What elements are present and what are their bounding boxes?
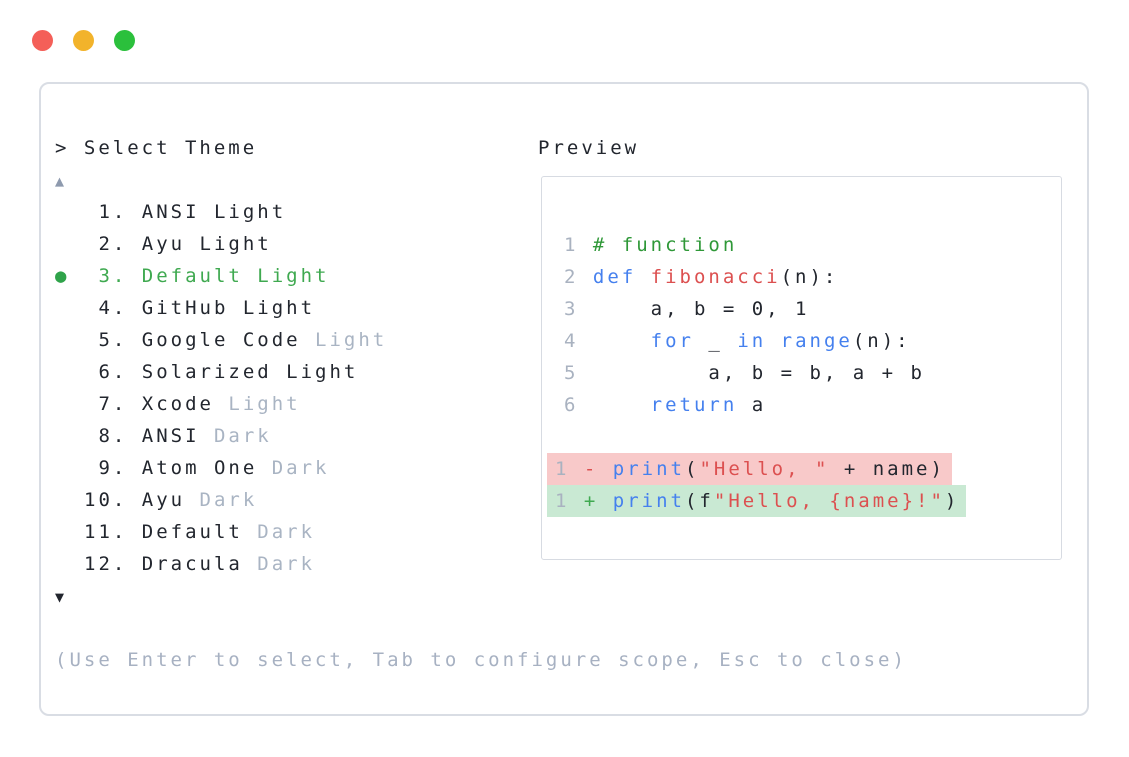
zoom-button-icon[interactable] [114,30,135,51]
minimize-button-icon[interactable] [73,30,94,51]
theme-list-item-default-dark[interactable]: 11. Default Dark [84,521,316,543]
keyboard-hint: (Use Enter to select, Tab to configure s… [55,649,907,671]
theme-list-item-default-light[interactable]: ● 3. Default Light [55,260,387,292]
scroll-up-icon[interactable]: ▲ [55,172,68,190]
theme-list-item-atom-one-dark[interactable]: 9. Atom One Dark [84,457,330,479]
code-line: 3 a, b = 0, 1 [564,298,810,320]
code-preview: 1 # function 2 def fibonacci(n): 3 a, b … [542,177,1061,517]
diff-minus-icon: - [583,458,613,480]
code-line: 2 def fibonacci(n): [564,266,839,288]
theme-list-item-dracula-dark[interactable]: 12. Dracula Dark [84,553,316,575]
code-line: 4 for _ in range(n): [564,330,911,352]
code-line: 1 # function [564,234,738,256]
code-line: 5 a, b = b, a + b [564,362,925,384]
preview-title: Preview [538,137,640,159]
blank-line [564,421,1061,453]
theme-list: > Select Theme ▲ 1. ANSI Light 2. Ayu Li… [55,132,387,612]
diff-removed-line: 1 - print("Hello, " + name) [547,453,1061,485]
theme-list-item-ayu-light[interactable]: 2. Ayu Light [84,233,272,255]
scroll-down-icon[interactable]: ▼ [55,588,68,606]
theme-list-item-ansi-light[interactable]: 1. ANSI Light [84,201,287,223]
theme-list-item-ayu-dark[interactable]: 10. Ayu Dark [84,489,258,511]
selected-bullet-icon: ● [55,265,70,287]
theme-list-item-xcode-light[interactable]: 7. Xcode Light [84,393,301,415]
diff-added-line: 1 + print(f"Hello, {name}!") [547,485,1061,517]
theme-list-item-solarized-light[interactable]: 6. Solarized Light [84,361,359,383]
prompt: > Select Theme [55,137,258,159]
preview-pane: 1 # function 2 def fibonacci(n): 3 a, b … [541,176,1062,560]
code-line: 6 return a [564,394,767,416]
theme-list-item-github-light[interactable]: 4. GitHub Light [84,297,316,319]
theme-list-item-google-code-light[interactable]: 5. Google Code Light [84,329,388,351]
diff-plus-icon: + [583,490,613,512]
theme-list-item-ansi-dark[interactable]: 8. ANSI Dark [84,425,272,447]
window-controls [32,30,135,51]
close-button-icon[interactable] [32,30,53,51]
